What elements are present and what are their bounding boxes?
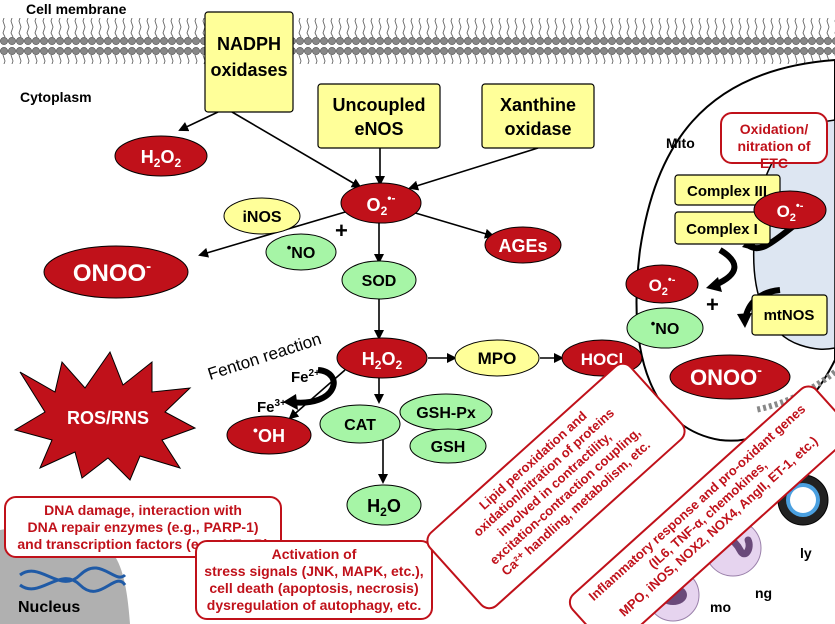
no-oval: •NO [265, 233, 337, 271]
svg-text:iNOS: iNOS [242, 209, 281, 226]
svg-text:SOD: SOD [362, 273, 397, 290]
svg-text:mtNOS: mtNOS [764, 307, 815, 324]
svg-text:eNOS: eNOS [354, 119, 403, 139]
svg-text:HOCl: HOCl [581, 350, 624, 369]
mito-curved-arrow-2 [713, 247, 738, 288]
ng-label: ng [755, 585, 772, 601]
h2o2-top-oval: H2O2 [114, 135, 208, 177]
gsh-oval: GSH [409, 428, 487, 464]
ros-rns-burst: ROS/RNS [13, 350, 197, 481]
svg-text:•OH: •OH [253, 422, 285, 446]
ly-label: ly [800, 545, 812, 561]
fe3-label: Fe3+ [257, 398, 286, 416]
svg-text:Complex III: Complex III [687, 183, 767, 200]
etc-oxidation-note: Oxidation/ nitration of ETC [720, 112, 828, 171]
mito-label: Mito [666, 135, 695, 151]
cell-membrane [0, 18, 835, 64]
svg-text:•NO: •NO [287, 240, 316, 262]
svg-text:•NO: •NO [651, 316, 680, 338]
superoxide-oval: O2•- [340, 182, 422, 224]
gsh-px-oval: GSH-Px [399, 393, 493, 431]
mo-label: mo [710, 599, 731, 615]
svg-text:AGEs: AGEs [498, 236, 547, 256]
mpo-oval: MPO [454, 339, 540, 377]
svg-text:O2•-: O2•- [777, 200, 804, 224]
mtnos-box: mtNOS [751, 294, 828, 336]
svg-text:ONOO-: ONOO- [690, 362, 762, 390]
cat-oval: CAT [319, 404, 401, 444]
complex-i-box: Complex I [674, 211, 771, 245]
svg-text:oxidase: oxidase [504, 119, 571, 139]
arrows [178, 111, 564, 484]
h2o2-mid-oval: H2O2 [336, 337, 428, 379]
svg-text:O2•-: O2•- [367, 191, 396, 218]
cytoplasm-label: Cytoplasm [20, 89, 92, 105]
ages-oval: AGEs [484, 226, 562, 264]
svg-text:Complex I: Complex I [686, 221, 758, 238]
svg-text:ONOO-: ONOO- [73, 258, 151, 287]
mito-no-oval: •NO [626, 307, 704, 349]
uncoupled-enos-box: Uncoupled eNOS [317, 83, 441, 149]
nucleus-label: Nucleus [18, 599, 80, 616]
svg-text:ROS/RNS: ROS/RNS [67, 408, 149, 428]
xanthine-oxidase-box: Xanthine oxidase [481, 83, 595, 149]
svg-text:H2O: H2O [367, 496, 401, 519]
svg-text:CAT: CAT [344, 417, 376, 434]
svg-text:GSH: GSH [431, 439, 466, 456]
svg-text:Uncoupled: Uncoupled [333, 95, 426, 115]
hydroxyl-oval: •OH [226, 415, 312, 455]
mito-superoxide-oval-2: O2•- [625, 264, 699, 304]
plus-sign-mito: + [706, 292, 719, 317]
h2o-oval: H2O [346, 484, 422, 526]
sod-oval: SOD [341, 260, 417, 300]
fe2-label: Fe2+ [291, 368, 320, 386]
dna-helix-icon [19, 566, 127, 593]
mito-superoxide-oval-1: O2•- [753, 190, 827, 230]
svg-text:NADPH: NADPH [217, 34, 281, 54]
svg-text:O2•-: O2•- [649, 274, 676, 298]
svg-text:H2O2: H2O2 [141, 147, 182, 170]
nadph-oxidases-box: NADPH oxidases [204, 11, 294, 113]
svg-text:H2O2: H2O2 [362, 349, 403, 372]
svg-text:GSH-Px: GSH-Px [416, 405, 476, 422]
stress-signals-note: Activation of stress signals (JNK, MAPK,… [195, 540, 433, 620]
onoo-oval: ONOO- [43, 245, 189, 299]
inos-oval: iNOS [223, 197, 301, 235]
complex-iii-box: Complex III [674, 174, 781, 206]
svg-text:MPO: MPO [478, 349, 517, 368]
dna-damage-note: DNA damage, interaction with DNA repair … [4, 496, 282, 558]
mito-onoo-oval: ONOO- [669, 354, 791, 400]
fenton-curved-arrow [289, 367, 337, 406]
svg-text:oxidases: oxidases [210, 60, 287, 80]
plus-sign: + [335, 218, 348, 243]
svg-text:Xanthine: Xanthine [500, 95, 576, 115]
cell-membrane-label: Cell membrane [26, 1, 127, 17]
